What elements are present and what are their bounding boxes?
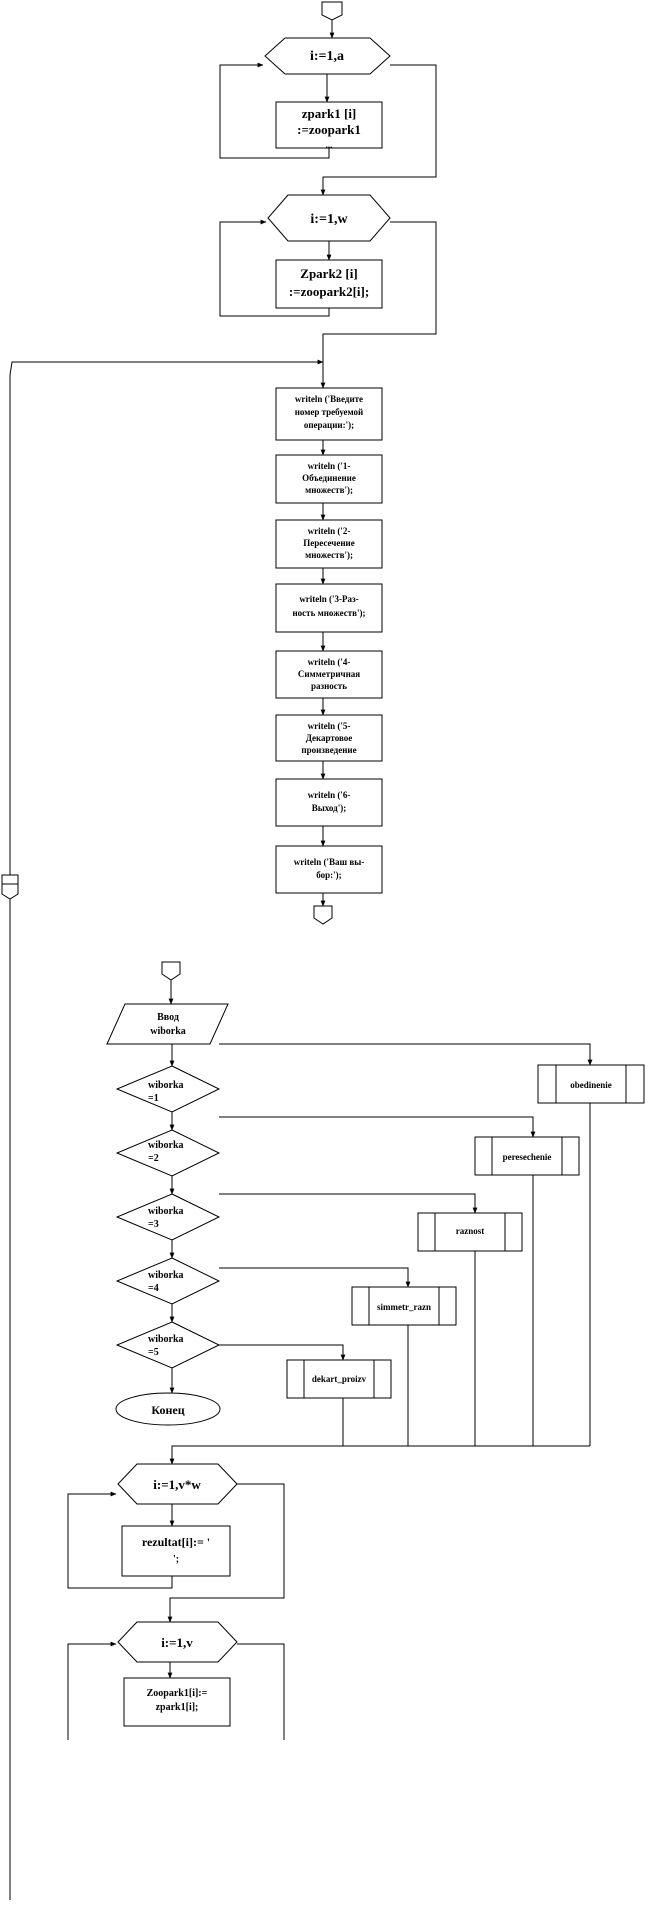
menu-box-choice [275, 845, 383, 894]
assign-zpark1-box [275, 101, 383, 149]
menu-option6-line1: writeln ('6- [308, 790, 351, 800]
decision4-line2: =4 [148, 1283, 159, 1294]
menu-option1-line3: множеств'); [305, 485, 353, 495]
menu-choice-line1: writeln ('Ваш вы- [294, 857, 364, 867]
decision-wiborka-4 [115, 1257, 221, 1305]
procedure-dekart-proizv: dekart_proizv [286, 1359, 392, 1399]
menu-box-prompt [275, 387, 383, 441]
procedure-raznost-label: raznost [456, 1226, 485, 1236]
menu-prompt-line1: writeln ('Введите [295, 394, 363, 404]
menu-option3-line1: writeln ('3-Раз- [299, 594, 358, 604]
end-terminator [115, 1392, 221, 1426]
decision-wiborka-5 [115, 1321, 221, 1369]
decision1-line2: =1 [148, 1093, 159, 1104]
menu-option4-line1: writeln ('4- [308, 657, 351, 667]
loop-vw-label: i:=1,v*w [153, 1477, 201, 1492]
menu-box-option4 [275, 650, 383, 699]
decision-wiborka-2 [115, 1129, 221, 1177]
procedure-obedinenie-label: obedinenie [570, 1080, 612, 1090]
loop-w-label: i:=1,w [310, 212, 348, 227]
loop-w-hexagon [267, 194, 391, 242]
end-label: Конец [151, 1403, 184, 1417]
procedure-peresechenie-label: peresechenie [503, 1152, 552, 1162]
assign-zpark1-line1: zpark1 [i] [302, 106, 357, 121]
procedure-peresechenie: peresechenie [474, 1136, 580, 1176]
assign-zpark2-line1: Zpark2 [i] [300, 266, 357, 281]
decision1-line1: wiborka [148, 1080, 184, 1091]
decision4-line1: wiborka [148, 1270, 184, 1281]
menu-box-option2 [275, 519, 383, 569]
menu-box-option1 [275, 454, 383, 504]
menu-option4-line3: разность [311, 681, 347, 691]
menu-option2-line2: Пересечение [303, 538, 354, 548]
page-connector-out [313, 905, 333, 925]
input-line1: Ввод [157, 1012, 179, 1023]
input-wiborka [106, 1003, 229, 1045]
procedure-simmetr-razn-label: simmetr_razn [377, 1302, 431, 1312]
decision5-line1: wiborka [148, 1334, 184, 1345]
assign-zpark1-line2: :=zoopark1 [297, 122, 361, 137]
menu-box-option6 [275, 778, 383, 827]
loop-a-label: i:=1,a [310, 49, 344, 64]
assign-rezultat-box [121, 1525, 231, 1577]
assign-rezultat-line2: '; [173, 1554, 179, 1565]
procedure-dekart-proizv-label: dekart_proizv [312, 1374, 367, 1384]
decision-wiborka-3 [115, 1193, 221, 1241]
decision2-line2: =2 [148, 1153, 159, 1164]
loop-v-hexagon [117, 1621, 238, 1663]
menu-option2-line1: writeln ('2- [308, 526, 351, 536]
loop-v-label: i:=1,v [161, 1635, 193, 1650]
menu-option4-line2: Симметричная [298, 669, 360, 679]
decision2-line1: wiborka [148, 1140, 184, 1151]
menu-prompt-line2: номер требуемой [295, 407, 364, 417]
procedure-simmetr-razn: simmetr_razn [351, 1286, 457, 1326]
assign-zpark1-line3: ... [326, 140, 333, 150]
menu-option5-line1: writeln ('5- [308, 721, 351, 731]
procedure-raznost: raznost [417, 1212, 523, 1252]
menu-option2-line3: множеств'); [305, 550, 353, 560]
menu-option1-line1: writeln ('1- [308, 461, 351, 471]
loop-vw-hexagon [117, 1463, 238, 1505]
decision3-line2: =3 [148, 1219, 159, 1230]
procedure-obedinenie: obedinenie [537, 1064, 645, 1104]
assign-zoopark1-line1: Zoopark1[i]:= [147, 1688, 208, 1699]
menu-option5-line3: произведение [301, 745, 356, 755]
menu-option6-line2: Выход'); [312, 803, 346, 813]
assign-zpark2-box [275, 259, 383, 309]
page-connector-left [1, 874, 19, 900]
menu-option5-line2: Декартовое [306, 733, 353, 743]
menu-prompt-line3: операции:'); [304, 420, 354, 430]
assign-rezultat-line1: rezultat[i]:= ' [142, 1535, 210, 1549]
menu-option3-line2: ность множеств'); [293, 608, 366, 618]
decision5-line2: =5 [148, 1347, 159, 1358]
assign-zpark2-line2: :=zoopark2[i]; [289, 284, 369, 299]
menu-box-option3 [275, 583, 383, 633]
input-line2: wiborka [150, 1026, 186, 1037]
loop-a-hexagon [264, 37, 391, 75]
assign-zoopark1-line2: zpark1[i]; [156, 1702, 199, 1713]
assign-zoopark1-box [123, 1677, 231, 1727]
page-connector-in [161, 961, 181, 981]
decision3-line1: wiborka [148, 1206, 184, 1217]
menu-choice-line2: бор:'); [316, 870, 341, 880]
menu-box-option5 [275, 714, 383, 762]
menu-option1-line2: Объединение [302, 473, 356, 483]
top-connector [321, 1, 343, 21]
